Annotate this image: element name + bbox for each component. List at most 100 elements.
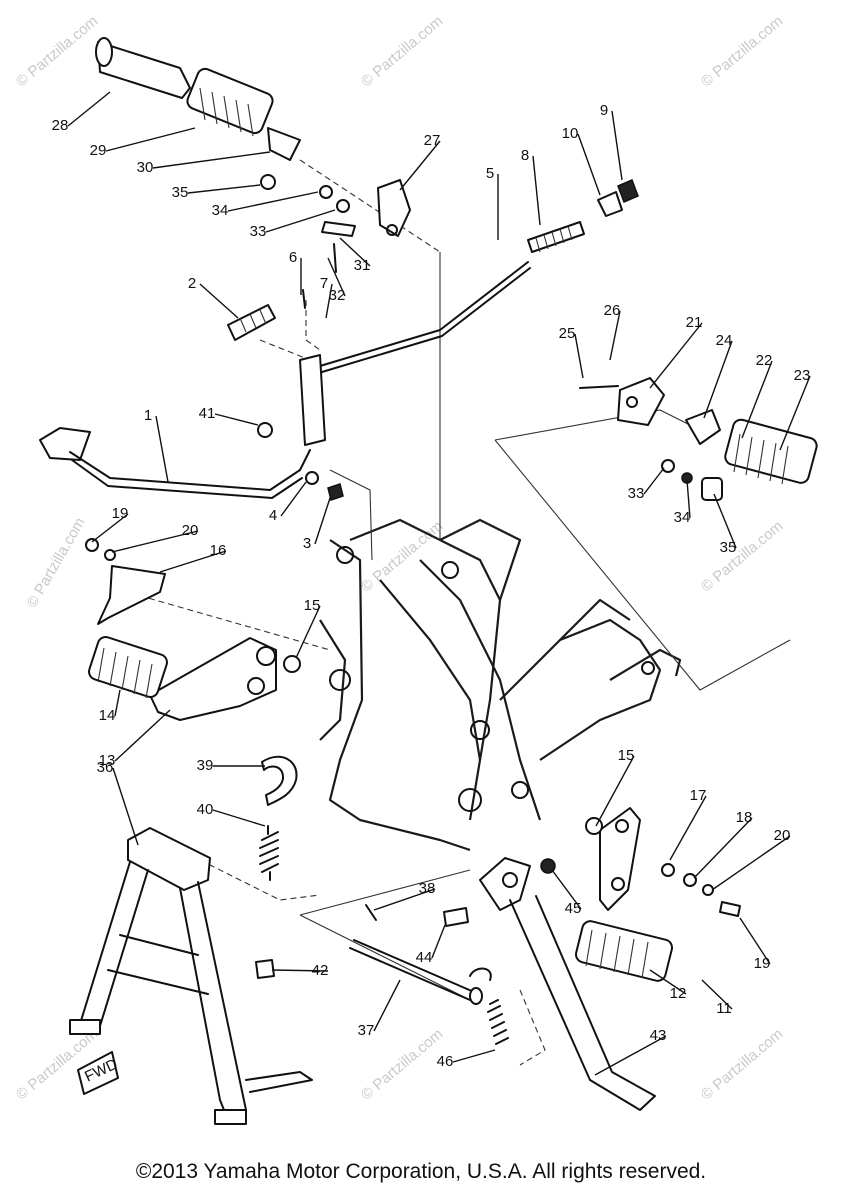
callout-number: 22 — [756, 352, 773, 369]
callout-number: 35 — [720, 539, 737, 556]
callout-number: 25 — [559, 325, 576, 342]
callout-leader — [112, 767, 139, 846]
callout-leader — [431, 924, 446, 959]
callout-number: 26 — [604, 302, 621, 319]
callout-number: 15 — [304, 597, 321, 614]
callout-number: 16 — [210, 542, 227, 559]
callout-leader — [452, 1049, 496, 1063]
callout-number: 8 — [521, 147, 529, 164]
callout-number: 34 — [212, 202, 229, 219]
callout-number: 29 — [90, 142, 107, 159]
callout-number: 6 — [289, 249, 297, 266]
callout-leader — [611, 110, 623, 181]
callout-leader-lines — [67, 91, 811, 1076]
brake-pedal-assembly — [39, 304, 344, 561]
callout-number: 41 — [199, 405, 216, 422]
callout-number: 17 — [690, 787, 707, 804]
callout-leader — [265, 209, 336, 233]
callout-number: 18 — [736, 809, 753, 826]
callout-number: 14 — [99, 707, 116, 724]
callout-number: 2 — [188, 275, 196, 292]
callout-number: 13 — [99, 752, 116, 769]
callout-leader — [649, 322, 703, 389]
callout-leader — [187, 184, 261, 194]
rear-footrest-assembly — [95, 37, 356, 237]
callout-leader — [779, 375, 811, 451]
side-stand-assembly — [255, 857, 656, 1111]
callout-leader — [669, 795, 707, 861]
callout-leader — [327, 257, 346, 297]
callout-number: 23 — [794, 367, 811, 384]
callout-number: 35 — [172, 184, 189, 201]
front-footrest-assembly — [88, 565, 301, 721]
exploded-view-drawing: © Partzilla.com © Partzilla.com © Partzill… — [13, 13, 818, 1125]
callout-leader — [574, 333, 584, 379]
callout-number: 39 — [197, 757, 214, 774]
callout-leader — [155, 415, 169, 483]
callout-leader — [739, 917, 771, 965]
callout-leader — [373, 888, 436, 911]
callout-leader — [314, 497, 331, 545]
callout-number: 10 — [562, 125, 579, 142]
frame-outline — [319, 252, 682, 852]
callout-leader — [609, 310, 621, 361]
callout-number: 33 — [628, 485, 645, 502]
right-footrest-assembly — [579, 377, 818, 501]
callout-number: 9 — [600, 102, 608, 119]
callout-leader — [399, 140, 441, 191]
callout-leader — [701, 979, 733, 1010]
callout-leader — [649, 969, 687, 995]
callout-number: 27 — [424, 132, 441, 149]
callout-number: 20 — [774, 827, 791, 844]
callout-number: 30 — [137, 159, 154, 176]
callout-number: 1 — [144, 407, 152, 424]
callout-leader — [532, 155, 541, 226]
callout-number: 11 — [716, 1000, 732, 1017]
callout-number: 31 — [354, 257, 371, 274]
callout-leader — [577, 133, 601, 196]
callout-number: 40 — [197, 801, 214, 818]
callout-labels: 2829303534332758109313267226252124222341… — [52, 102, 811, 1070]
callout-leader — [199, 283, 239, 319]
callout-number: 19 — [754, 955, 771, 972]
callout-leader — [551, 869, 582, 910]
callout-leader — [152, 151, 271, 169]
callout-number: 34 — [674, 509, 691, 526]
callout-leader — [325, 283, 333, 319]
callout-leader — [111, 530, 199, 553]
callout-leader — [227, 191, 319, 212]
callout-leader — [280, 481, 307, 517]
lower-footrest-assembly — [574, 807, 741, 982]
watermark-layer: © Partzilla.com © Partzilla.com © Partzill… — [13, 13, 786, 1104]
callout-leader — [91, 513, 129, 543]
stand-spring-parts — [259, 755, 298, 881]
partzilla-watermark: © Partzilla.com — [23, 515, 88, 611]
callout-number: 38 — [419, 880, 436, 897]
callout-number: 37 — [358, 1022, 375, 1039]
callout-leader — [741, 360, 773, 439]
callout-number: 46 — [437, 1053, 454, 1070]
callout-number: 21 — [686, 314, 703, 331]
callout-number: 44 — [416, 949, 433, 966]
callout-leader — [295, 605, 321, 659]
callout-leader — [214, 413, 259, 426]
callout-leader — [212, 809, 266, 827]
callout-leader — [713, 493, 737, 549]
callout-leader — [159, 550, 227, 573]
callout-number: 42 — [312, 962, 329, 979]
callout-leader — [595, 755, 635, 827]
partzilla-watermark: © Partzilla.com — [698, 518, 786, 596]
partzilla-watermark: © Partzilla.com — [698, 1026, 786, 1104]
callout-number: 28 — [52, 117, 69, 134]
callout-number: 45 — [565, 900, 582, 917]
callout-number: 33 — [250, 223, 267, 240]
callout-number: 24 — [716, 332, 733, 349]
center-stand: FWD — [69, 827, 313, 1125]
callout-number: 15 — [618, 747, 635, 764]
callout-number: 12 — [670, 985, 687, 1002]
callout-leader — [114, 689, 121, 717]
callout-leader — [373, 979, 401, 1032]
partzilla-watermark: © Partzilla.com — [358, 13, 446, 91]
callout-number: 3 — [303, 535, 311, 552]
partzilla-watermark: © Partzilla.com — [698, 13, 786, 91]
